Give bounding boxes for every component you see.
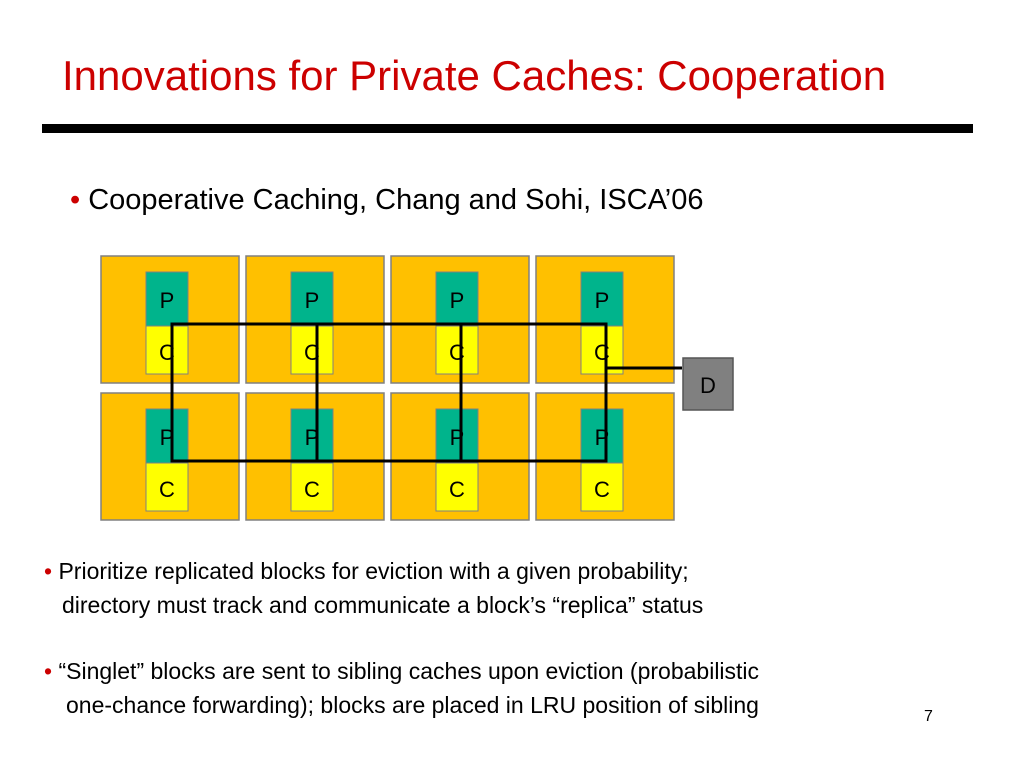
note-text-line1: Prioritize replicated blocks for evictio… <box>58 558 689 584</box>
cache-label: C <box>304 340 320 365</box>
processor-block <box>435 271 479 327</box>
note-item-continuation: one-chance forwarding); blocks are place… <box>66 692 759 719</box>
cache-label: C <box>159 340 175 365</box>
core-tile <box>100 392 240 521</box>
cache-block <box>435 462 479 512</box>
page-number: 7 <box>924 708 933 725</box>
note-text-line2: one-chance forwarding); blocks are place… <box>66 692 759 718</box>
cache-block <box>145 462 189 512</box>
cache-block <box>290 462 334 512</box>
title-underline <box>42 124 973 133</box>
processor-label: P <box>160 288 175 313</box>
processor-block <box>145 271 189 327</box>
cache-label: C <box>594 340 610 365</box>
processor-block <box>580 271 624 327</box>
cache-block <box>580 325 624 375</box>
processor-label: P <box>160 425 175 450</box>
cache-label: C <box>304 477 320 502</box>
processor-block <box>290 271 334 327</box>
directory-node: D <box>682 357 734 411</box>
processor-label: P <box>305 425 320 450</box>
subtitle-text: Cooperative Caching, Chang and Sohi, ISC… <box>88 184 704 216</box>
core-tile <box>100 255 240 384</box>
bullet-dot: • <box>70 184 81 216</box>
processor-label: P <box>595 288 610 313</box>
cache-label: C <box>159 477 175 502</box>
cache-label: C <box>594 477 610 502</box>
processor-label: P <box>595 425 610 450</box>
processor-label: P <box>450 288 465 313</box>
cache-block <box>580 462 624 512</box>
slide-title: Innovations for Private Caches: Cooperat… <box>62 52 887 99</box>
processor-block <box>290 408 334 464</box>
ring-interconnect <box>170 322 608 463</box>
note-item: • Prioritize replicated blocks for evict… <box>44 558 689 585</box>
cache-block <box>290 325 334 375</box>
note-text-line2: directory must track and communicate a b… <box>62 592 704 618</box>
processor-label: P <box>450 425 465 450</box>
processor-block <box>435 408 479 464</box>
note-item: • “Singlet” blocks are sent to sibling c… <box>44 658 759 685</box>
core-tile <box>245 392 385 521</box>
cache-label: C <box>449 477 465 502</box>
cache-block <box>435 325 479 375</box>
processor-block <box>580 408 624 464</box>
cache-block <box>145 325 189 375</box>
note-item-continuation: directory must track and communicate a b… <box>62 592 703 619</box>
bullet-dot: • <box>44 658 53 684</box>
processor-label: P <box>305 288 320 313</box>
core-tile <box>245 255 385 384</box>
subtitle-bullet-item: • Cooperative Caching, Chang and Sohi, I… <box>70 184 704 217</box>
directory-label: D <box>700 373 716 398</box>
processor-block <box>145 408 189 464</box>
bullet-dot: • <box>44 558 53 584</box>
cache-label: C <box>449 340 465 365</box>
note-text-line1: “Singlet” blocks are sent to sibling cac… <box>58 658 760 684</box>
